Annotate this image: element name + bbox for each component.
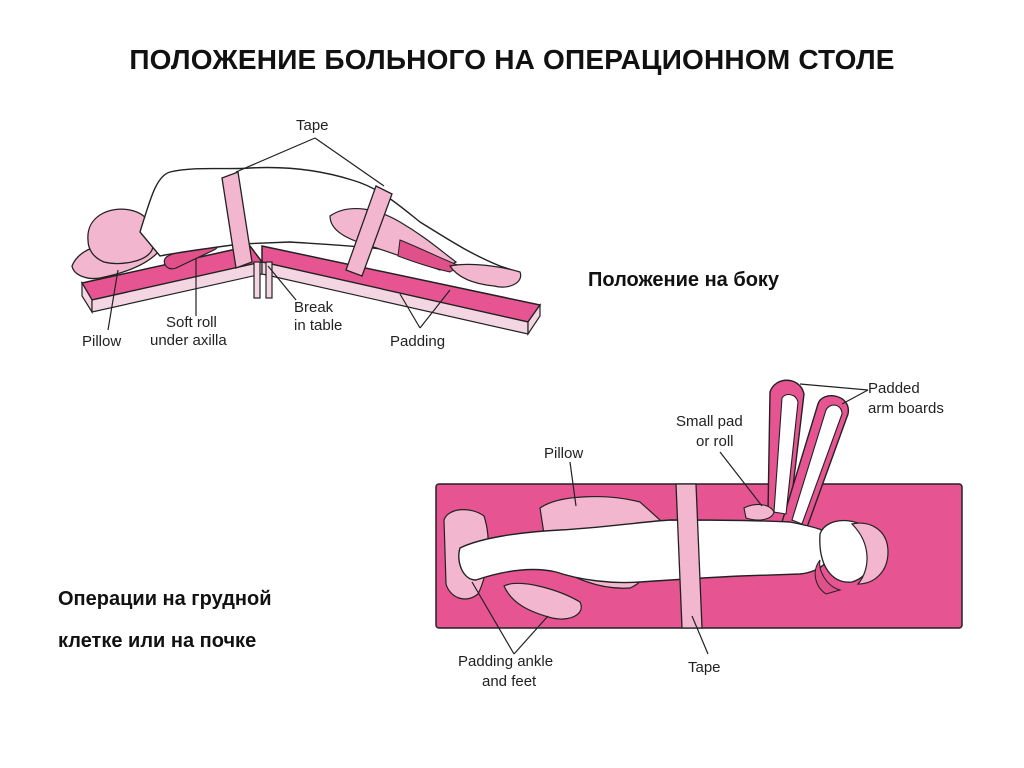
caption-operations-line2: клетке или на почке [58, 630, 257, 652]
label-break-1: Break [294, 299, 334, 316]
label-break-2: in table [294, 317, 342, 334]
foot-padding-shape [449, 263, 522, 288]
lateral-position-figure: Tape Pillow Soft roll under axilla Break… [71, 117, 542, 350]
label-small-pad-2: or roll [696, 433, 734, 450]
caption-operations-line1: Операции на грудной [58, 588, 272, 610]
label-small-pad-1: Small pad [676, 413, 743, 430]
head-shape [87, 208, 155, 265]
label-padded-2: arm boards [868, 400, 944, 417]
label-pillow-side: Pillow [82, 333, 121, 350]
label-pillow-supine: Pillow [544, 445, 583, 462]
caption-side-position: Положение на боку [588, 269, 780, 291]
operating-table [80, 245, 542, 336]
label-padding-side: Padding [390, 333, 445, 350]
caption-operations: Операции на грудной клетке или на почке [58, 578, 272, 662]
label-soft-roll-1: Soft roll [166, 314, 217, 331]
label-soft-roll-2: under axilla [150, 332, 227, 349]
label-padded-1: Padded [868, 380, 920, 397]
small-pad-shape [743, 503, 775, 521]
supine-position-figure: Padded arm boards Small pad or roll Pill… [435, 379, 963, 690]
tape-strap-supine [675, 483, 703, 629]
label-padding-ankle-1: Padding ankle [458, 653, 553, 670]
page-title: ПОЛОЖЕНИЕ БОЛЬНОГО НА ОПЕРАЦИОННОМ СТОЛЕ [129, 44, 895, 75]
label-tape-side: Tape [296, 117, 329, 134]
tape-strap-1 [221, 171, 253, 269]
label-tape-supine: Tape [688, 659, 721, 676]
tape-strap-2 [345, 185, 393, 277]
label-padding-ankle-2: and feet [482, 673, 537, 690]
